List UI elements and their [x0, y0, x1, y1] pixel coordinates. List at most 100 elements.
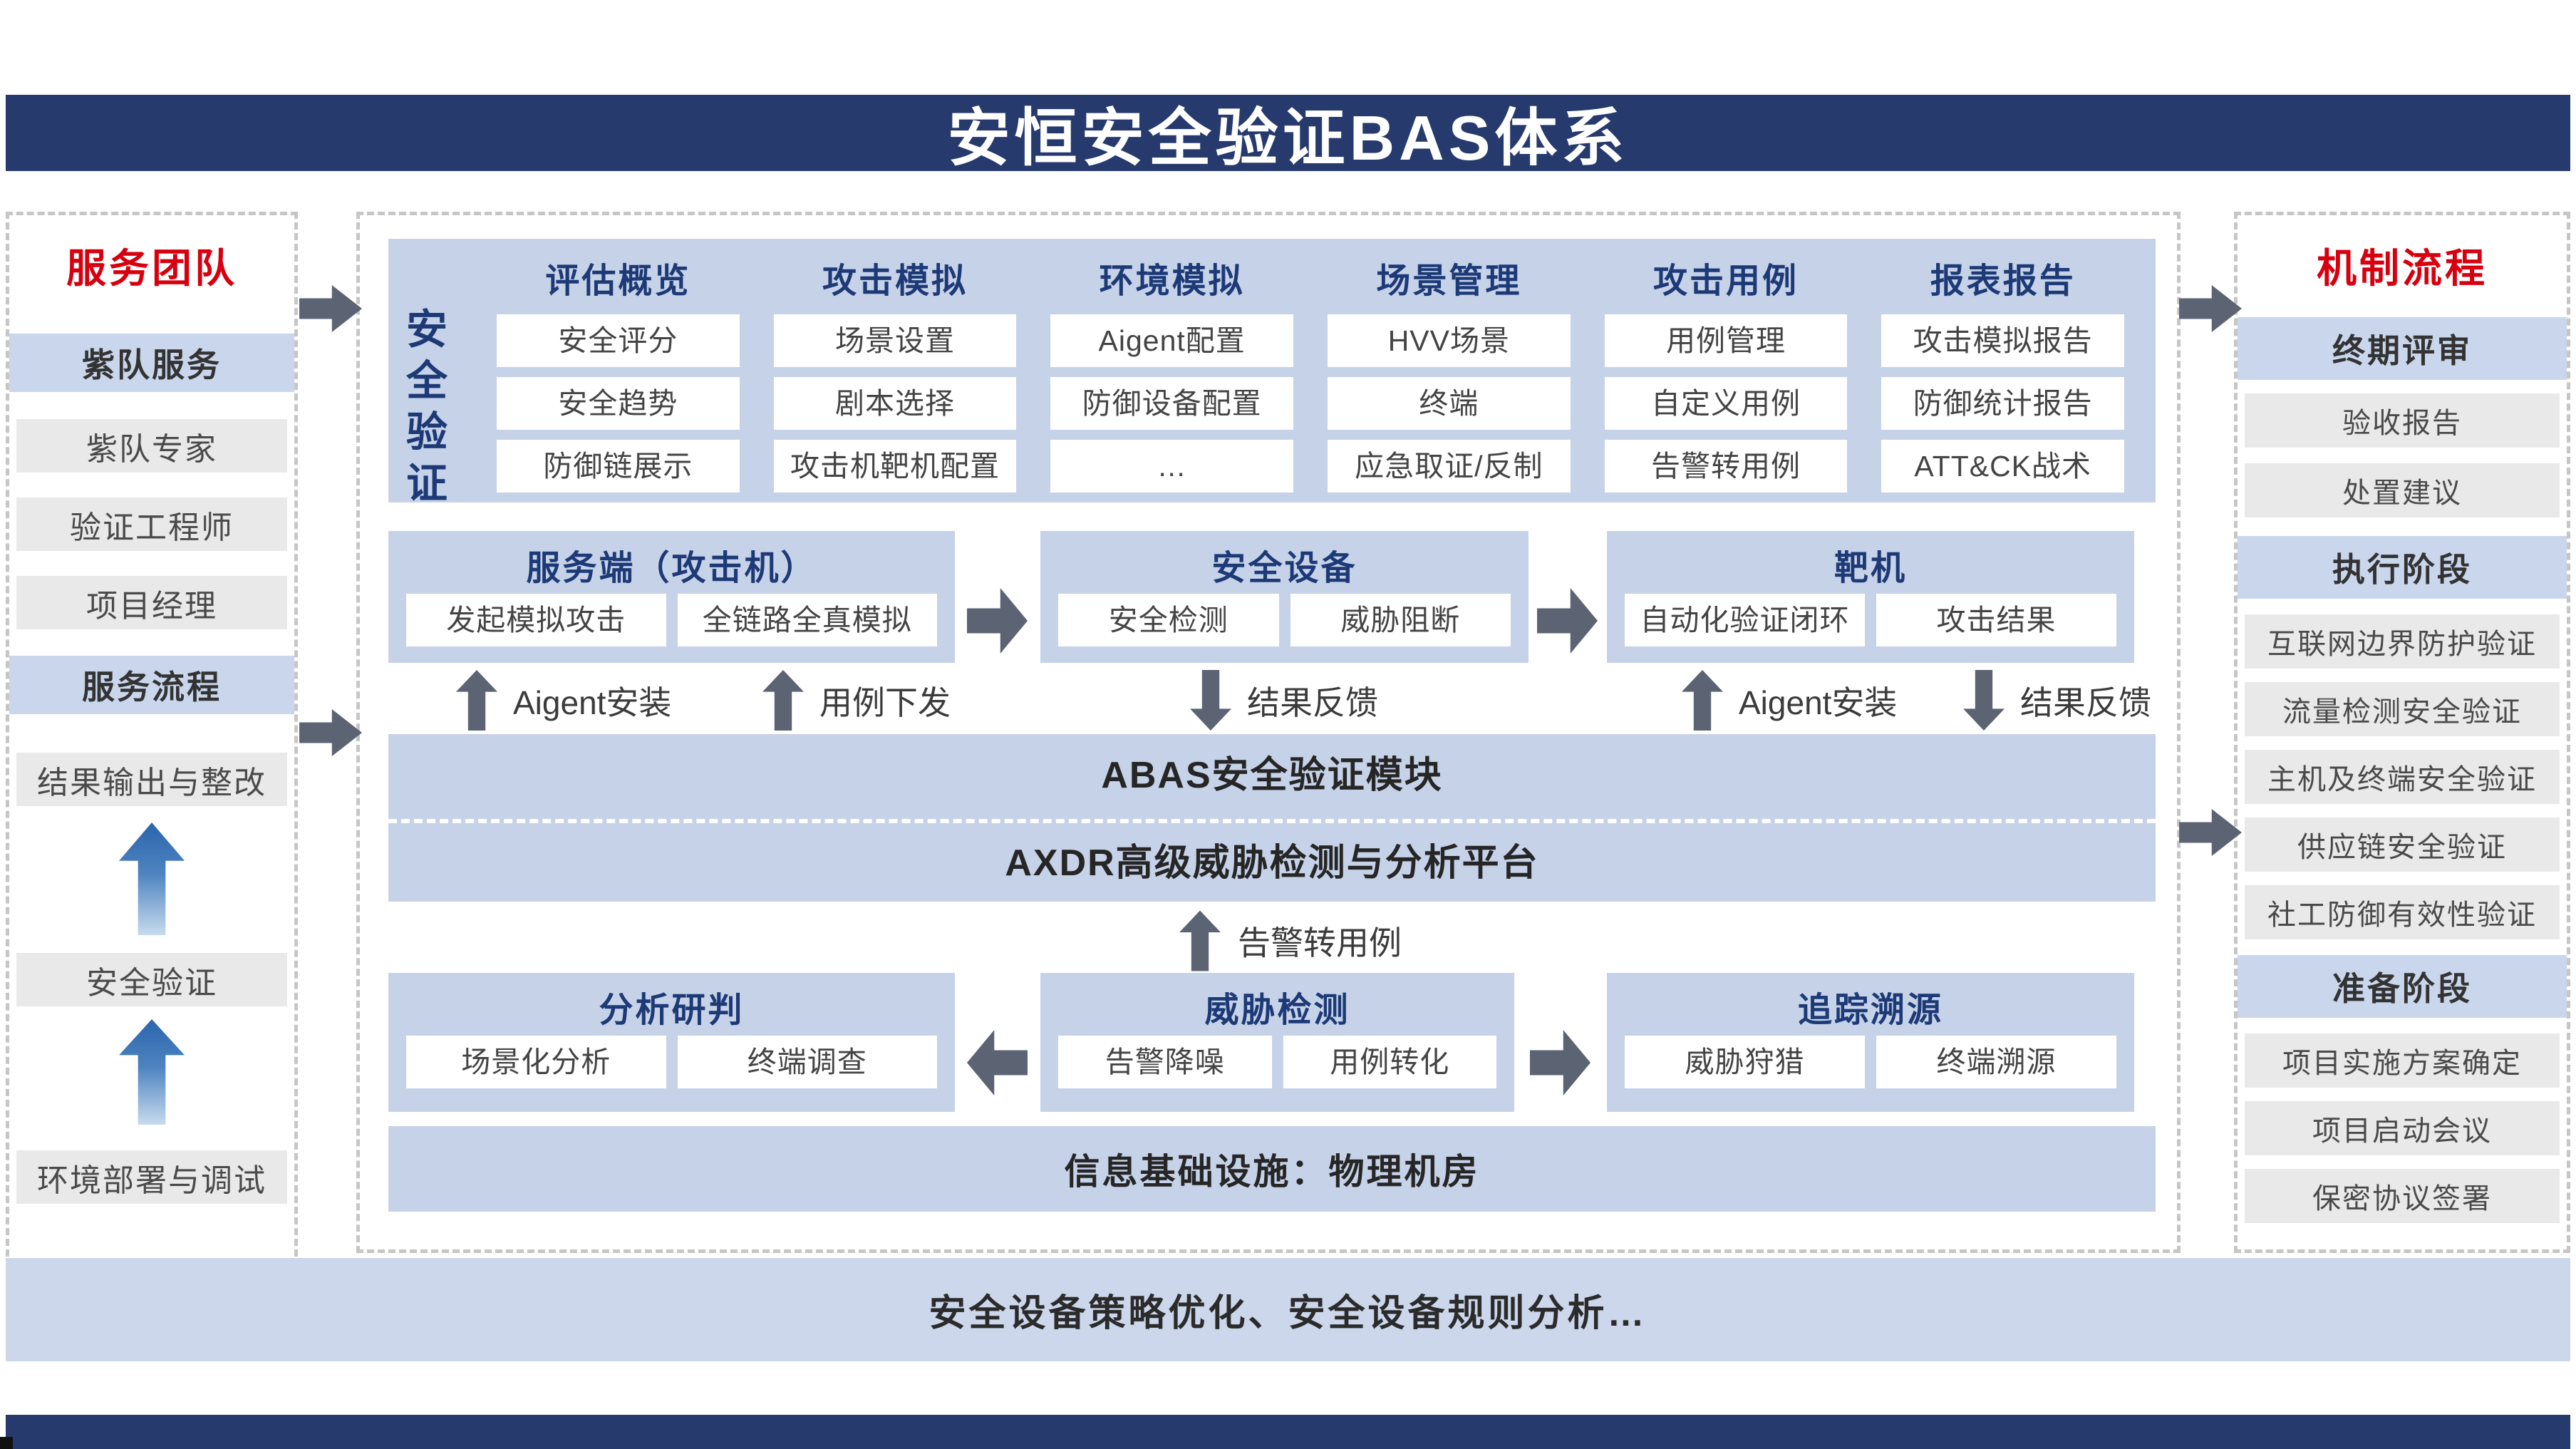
- attack-block: 靶机自动化验证闭环攻击结果: [1607, 531, 2134, 663]
- block-item: 威胁阻断: [1290, 594, 1511, 646]
- analysis-row: 分析研判场景化分析终端调查 威胁检测告警降噪用例转化 追踪溯源威胁狩猎终端溯源: [388, 973, 2156, 1112]
- block-header: 分析研判: [599, 991, 745, 1029]
- mechanism-section-header: 执行阶段: [2238, 536, 2567, 599]
- block-boxes: 自动化验证闭环攻击结果: [1625, 594, 2116, 646]
- column-header: 评估概览: [545, 262, 691, 300]
- service-team-list-item: 结果输出与整改: [16, 753, 287, 806]
- left-arrow-icon: [967, 1030, 1028, 1095]
- mechanism-list-item: 项目实施方案确定: [2245, 1033, 2560, 1088]
- block-boxes: 发起模拟攻击全链路全真模拟: [406, 594, 937, 646]
- column-item: 防御统计报告: [1881, 377, 2125, 430]
- column-item: 用例管理: [1604, 314, 1848, 367]
- vertical-label-char: 验: [405, 409, 448, 455]
- block-header: 服务端（攻击机）: [526, 550, 817, 587]
- vertical-label-char: 安: [405, 306, 448, 353]
- column-item: 剧本选择: [773, 377, 1017, 430]
- service-team-up-arrow-icon: [119, 1019, 185, 1125]
- column-item: 防御设备配置: [1050, 377, 1294, 430]
- up-arrow-icon: [1682, 670, 1723, 731]
- vertical-label-char: 全: [405, 358, 448, 404]
- column-header: 攻击用例: [1653, 262, 1799, 300]
- mechanism-list-item: 项目启动会议: [2245, 1101, 2560, 1155]
- block-item: 用例转化: [1283, 1036, 1496, 1088]
- up-arrow-icon: [456, 670, 497, 731]
- block-header: 靶机: [1833, 550, 1907, 587]
- mechanism-list-item: 保密协议签署: [2245, 1169, 2560, 1223]
- service-team-list-item: 项目经理: [16, 576, 287, 629]
- center-to-right-arrow-icon: [2179, 809, 2242, 856]
- service-team-section-header: 紫队服务: [9, 334, 294, 392]
- service-team-title: 服务团队: [66, 246, 237, 291]
- service-team-list-item: 安全验证: [16, 953, 287, 1006]
- capability-columns: 评估概览安全评分安全趋势防御链展示攻击模拟场景设置剧本选择攻击机靶机配置环境模拟…: [472, 239, 2148, 502]
- column-item: 告警转用例: [1604, 440, 1848, 493]
- block-header: 追踪溯源: [1797, 991, 1943, 1029]
- block-item: 场景化分析: [406, 1036, 666, 1088]
- block-item: 终端溯源: [1876, 1036, 2116, 1088]
- column-item: 自定义用例: [1604, 377, 1848, 430]
- abas-axdr-band: ABAS安全验证模块 AXDR高级威胁检测与分析平台: [388, 734, 2156, 902]
- vertical-label-security-validation: 安全验证: [401, 304, 452, 510]
- footer-band: 安全设备策略优化、安全设备规则分析…: [6, 1258, 2570, 1361]
- bottom-navy-strip: [6, 1415, 2570, 1449]
- block-boxes: 威胁狩猎终端溯源: [1625, 1036, 2116, 1088]
- column-item: Aigent配置: [1050, 314, 1294, 367]
- service-team-list-item: 紫队专家: [16, 419, 287, 473]
- security-validation-panel: 安全验证 评估概览安全评分安全趋势防御链展示攻击模拟场景设置剧本选择攻击机靶机配…: [356, 212, 2181, 1253]
- attack-block: 安全设备安全检测威胁阻断: [1040, 531, 1528, 663]
- mechanism-list-item: 主机及终端安全验证: [2245, 750, 2560, 804]
- column-item: 防御链展示: [497, 440, 740, 493]
- block-header: 威胁检测: [1204, 991, 1350, 1029]
- attack-block: 服务端（攻击机） 发起模拟攻击全链路全真模拟: [388, 531, 955, 663]
- analysis-block: 威胁检测告警降噪用例转化: [1040, 973, 1514, 1112]
- service-team-panel: 服务团队 紫队服务紫队专家验证工程师项目经理服务流程结果输出与整改安全验证环境部…: [6, 212, 298, 1267]
- service-team-list-item: 验证工程师: [16, 497, 287, 551]
- mechanism-list-item: 供应链安全验证: [2245, 818, 2560, 872]
- right-arrow-icon: [1530, 1030, 1590, 1095]
- axdr-platform-label: AXDR高级威胁检测与分析平台: [388, 819, 2156, 906]
- column-item: 攻击模拟报告: [1881, 314, 2125, 367]
- right-arrow-icon: [967, 588, 1028, 654]
- center-to-right-arrow-icon: [2179, 285, 2242, 332]
- down-arrow-icon: [1963, 670, 2005, 731]
- mechanism-process-panel: 机制流程 终期评审验收报告处置建议执行阶段互联网边界防护验证流量检测安全验证主机…: [2234, 212, 2570, 1253]
- security-validation-block: 安全验证 评估概览安全评分安全趋势防御链展示攻击模拟场景设置剧本选择攻击机靶机配…: [388, 239, 2156, 507]
- mechanism-process-title: 机制流程: [2317, 246, 2488, 291]
- column-header: 场景管理: [1376, 262, 1522, 300]
- block-item: 全链路全真模拟: [677, 594, 937, 646]
- down-arrow-icon: [1190, 670, 1231, 731]
- capability-column: 报表报告攻击模拟报告防御统计报告 ATT&CK战术: [1881, 259, 2125, 493]
- column-header: 攻击模拟: [822, 262, 968, 300]
- mechanism-section-header: 准备阶段: [2238, 955, 2567, 1018]
- vertical-label-char: 证: [405, 460, 448, 507]
- column-item: 安全趋势: [497, 377, 740, 430]
- right-arrow-icon: [1537, 588, 1598, 654]
- column-header: 报表报告: [1930, 262, 2076, 300]
- block-boxes: 场景化分析终端调查: [406, 1036, 937, 1088]
- block-item: 自动化验证闭环: [1625, 594, 1865, 646]
- mechanism-list-item: 验收报告: [2245, 393, 2560, 448]
- block-boxes: 安全检测威胁阻断: [1058, 594, 1511, 646]
- title-bar: 安恒安全验证BAS体系: [6, 95, 2570, 173]
- block-boxes: 告警降噪用例转化: [1058, 1036, 1496, 1088]
- block-item: 安全检测: [1058, 594, 1279, 646]
- service-team-list-item: 环境部署与调试: [16, 1150, 287, 1204]
- flow-group: 结果反馈: [1190, 670, 1378, 731]
- mechanism-list-item: 互联网边界防护验证: [2245, 614, 2560, 669]
- page-title: 安恒安全验证BAS体系: [947, 103, 1629, 173]
- column-item: 安全评分: [497, 314, 740, 367]
- service-team-section-header: 服务流程: [9, 656, 294, 714]
- flow-label: 用例下发: [819, 684, 951, 721]
- column-item: 终端: [1328, 377, 1571, 430]
- alert-to-usecase-flow: 告警转用例: [1179, 910, 1402, 971]
- column-item: ATT&CK战术: [1881, 440, 2125, 493]
- up-arrow-icon: [1179, 910, 1221, 971]
- block-item: 攻击结果: [1876, 594, 2116, 646]
- capability-column: 攻击用例用例管理自定义用例告警转用例: [1604, 259, 1848, 493]
- column-item: 应急取证/反制: [1328, 440, 1571, 493]
- flow-label: Aigent安装: [1739, 684, 1898, 721]
- block-item: 发起模拟攻击: [406, 594, 666, 646]
